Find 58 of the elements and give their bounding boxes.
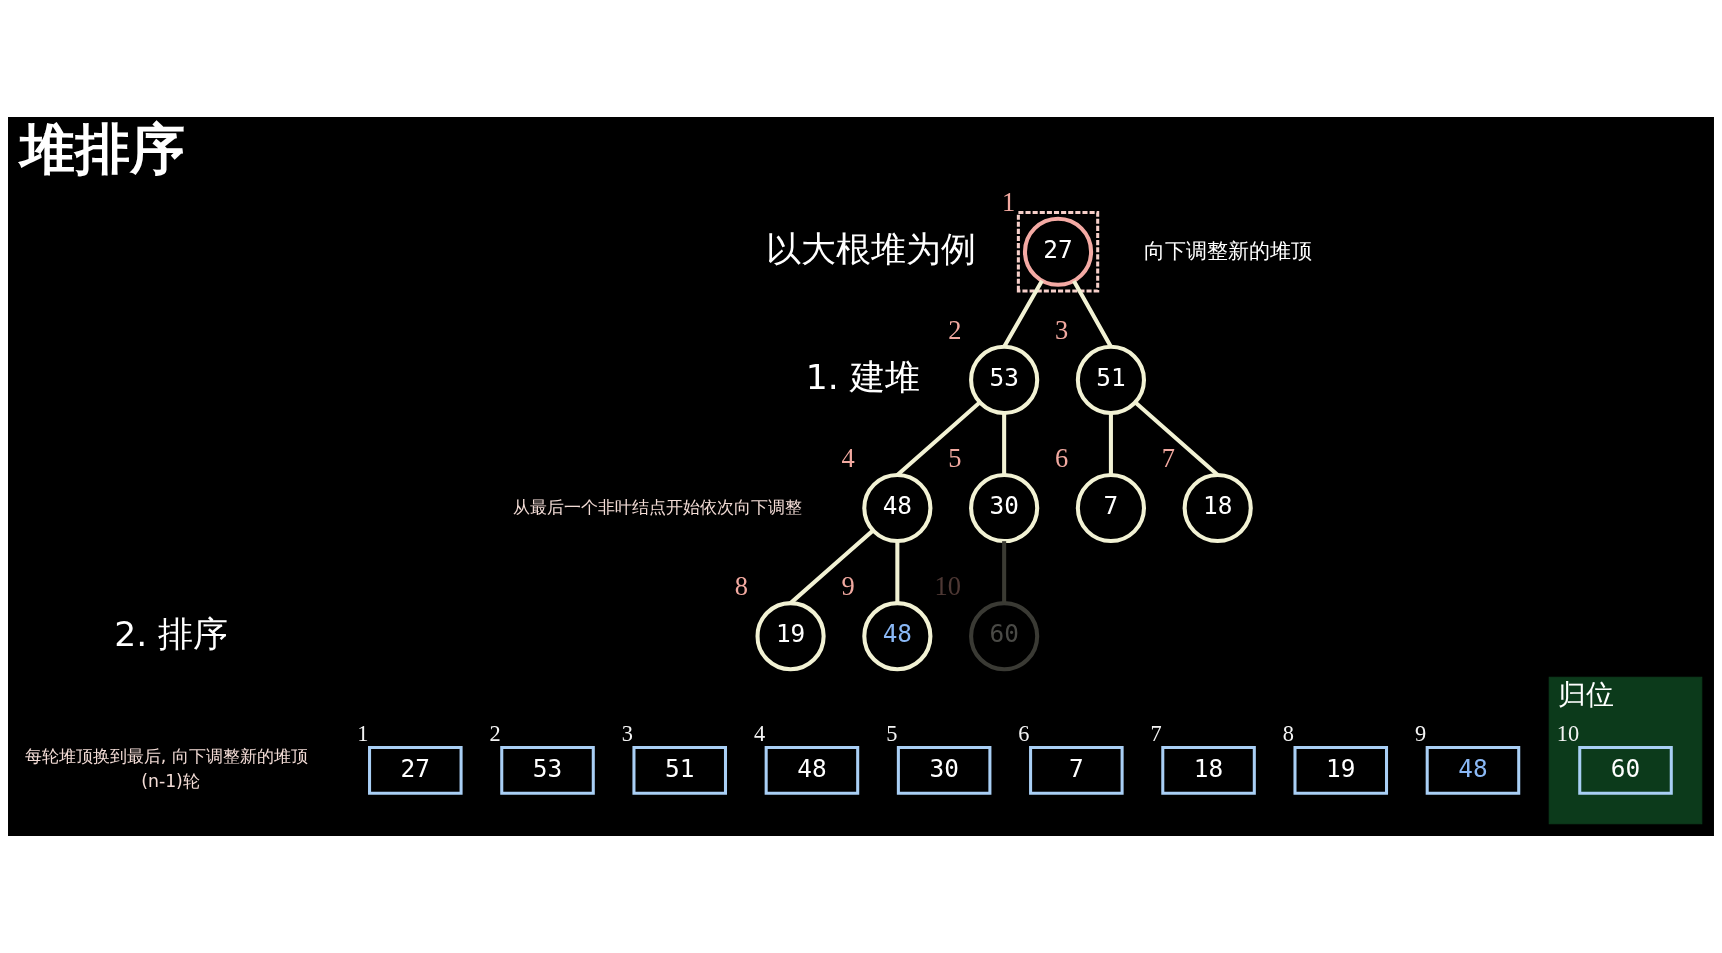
node-label: 3 <box>621 721 633 747</box>
node-box: 30 <box>896 746 992 795</box>
node-circle: 7 <box>1075 472 1146 544</box>
label: 2. 排序 <box>114 613 229 654</box>
node-box: 60 <box>1578 746 1673 795</box>
node-label: 2 <box>489 721 501 747</box>
connector <box>1002 279 1044 348</box>
node-label: 9 <box>841 571 855 602</box>
node-label: 5 <box>948 443 962 474</box>
node-label: 10 <box>1556 721 1580 747</box>
node-circle: 51 <box>1075 344 1146 415</box>
label: 向下调整新的堆顶 <box>1144 237 1313 263</box>
node-circle: 27 <box>1022 216 1094 287</box>
node-circle: 53 <box>969 344 1040 415</box>
connector <box>896 400 981 477</box>
node-label: 8 <box>1282 721 1294 747</box>
node-box: 48 <box>1425 746 1521 795</box>
node-box: 27 <box>368 746 463 795</box>
node-label: 8 <box>734 571 748 602</box>
node-label: 7 <box>1150 721 1162 747</box>
node-circle: 30 <box>969 472 1040 544</box>
node-box: 48 <box>764 746 860 795</box>
cluster <box>1016 211 1100 293</box>
node-label: 7 <box>1161 443 1175 474</box>
node-label: 2 <box>948 315 962 346</box>
connector <box>1134 400 1220 477</box>
label: 1. 建堆 <box>805 357 920 398</box>
label: 从最后一个非叶结点开始依次向下调整 <box>512 496 802 517</box>
node-label: 5 <box>886 721 898 747</box>
node-label: 9 <box>1415 721 1427 747</box>
node-circle: 48 <box>862 472 933 544</box>
node-box: 19 <box>1293 746 1389 795</box>
connector <box>789 529 875 605</box>
connector <box>1108 413 1113 475</box>
node-label: 4 <box>841 443 855 474</box>
node-label: 6 <box>1018 721 1030 747</box>
node-label: 6 <box>1054 443 1069 474</box>
label: 以大根堆为例 <box>766 229 977 270</box>
node-label: 10 <box>934 571 961 602</box>
node-box: 7 <box>1029 746 1124 795</box>
connector <box>1002 541 1007 604</box>
node-box: 51 <box>632 746 727 795</box>
node-circle: 18 <box>1182 472 1253 544</box>
node-label: 3 <box>1054 315 1069 346</box>
diagram-title: 堆排序 <box>20 117 186 182</box>
node-box: 18 <box>1161 746 1256 795</box>
node-circle: 19 <box>755 601 826 672</box>
connector <box>895 541 900 604</box>
node-label: 1 <box>1002 186 1016 217</box>
connector <box>1002 413 1007 475</box>
node-box: 53 <box>500 746 595 795</box>
node-label: 4 <box>753 721 766 747</box>
node-circle: 60 <box>969 601 1040 672</box>
label: 每轮堆顶换到最后, 向下调整新的堆顶 <box>24 745 308 766</box>
node-label: 1 <box>357 721 369 747</box>
label: (n-1)轮 <box>141 771 200 792</box>
node-circle: 48 <box>862 601 933 672</box>
connector <box>1072 280 1113 348</box>
